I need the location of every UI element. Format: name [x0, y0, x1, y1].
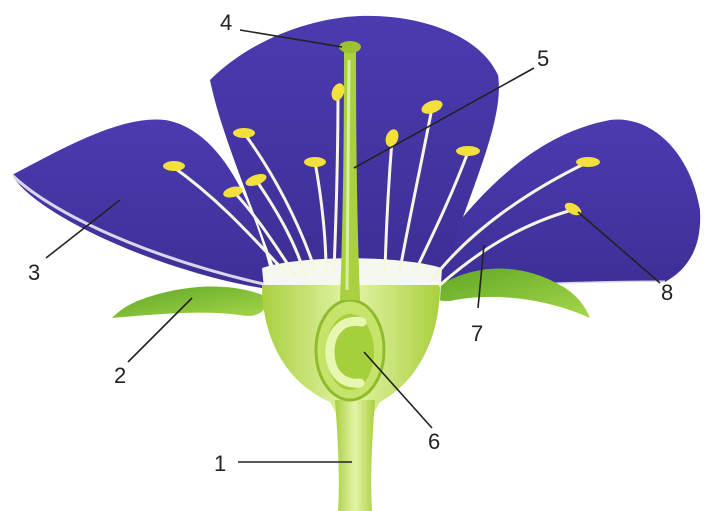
anther [576, 157, 600, 167]
anther [304, 157, 326, 167]
label-3: 3 [28, 260, 40, 285]
label-8: 8 [661, 280, 673, 305]
anther [163, 161, 185, 171]
label-7: 7 [471, 321, 483, 346]
label-6: 6 [428, 429, 440, 454]
sepal-left [112, 286, 270, 318]
anther [456, 146, 480, 156]
stigma [339, 41, 361, 53]
style-highlight [347, 60, 349, 290]
label-5: 5 [537, 46, 549, 71]
anther [233, 128, 255, 138]
label-1: 1 [214, 451, 226, 476]
stem [335, 400, 375, 511]
label-4: 4 [220, 10, 232, 35]
label-2: 2 [114, 363, 126, 388]
